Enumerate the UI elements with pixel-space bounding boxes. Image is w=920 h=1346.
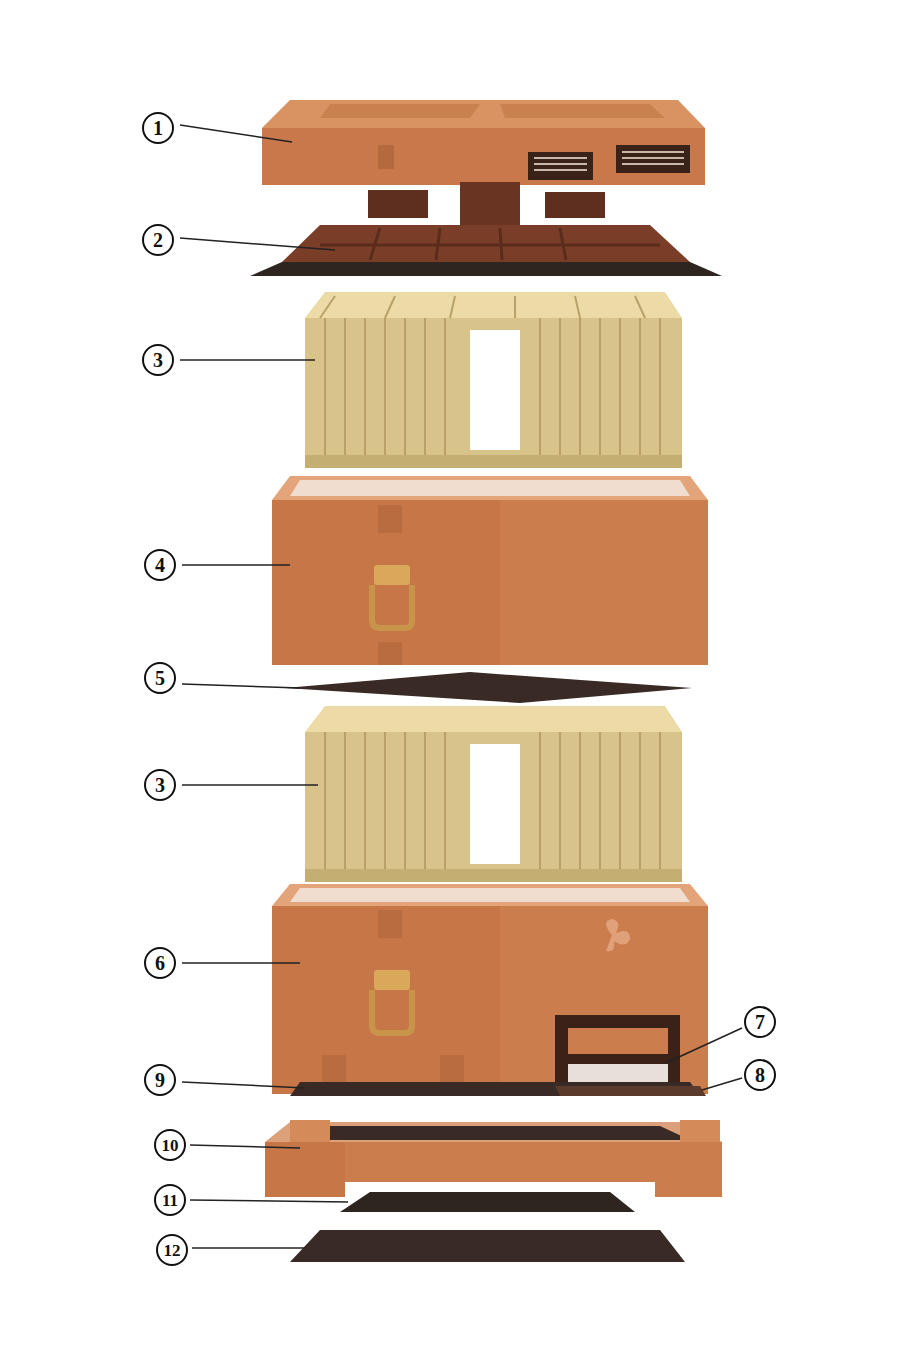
callout-number: 6 xyxy=(144,947,176,979)
super-box xyxy=(272,476,708,665)
callout-number: 4 xyxy=(144,549,176,581)
bottom-board xyxy=(290,1230,685,1262)
frames xyxy=(305,292,682,468)
callout-number: 7 xyxy=(744,1006,776,1038)
frames xyxy=(305,706,682,882)
callout-number: 3 xyxy=(144,769,176,801)
leader-lines xyxy=(180,125,742,1248)
hive-base xyxy=(265,1120,722,1197)
callout-number: 3 xyxy=(142,344,174,376)
callout-number: 5 xyxy=(144,662,176,694)
queen-excluder xyxy=(285,672,692,703)
varroa-tray xyxy=(340,1192,635,1212)
callout-number: 11 xyxy=(154,1184,186,1216)
entrance-slide xyxy=(555,1086,706,1096)
callout-number: 9 xyxy=(144,1064,176,1096)
callout-number: 10 xyxy=(154,1129,186,1161)
roof xyxy=(262,100,705,185)
callout-number: 2 xyxy=(142,224,174,256)
callout-number: 1 xyxy=(142,112,174,144)
callout-number: 8 xyxy=(744,1059,776,1091)
feeder xyxy=(250,182,722,276)
brood-box xyxy=(272,884,708,1094)
callout-number: 12 xyxy=(156,1234,188,1266)
